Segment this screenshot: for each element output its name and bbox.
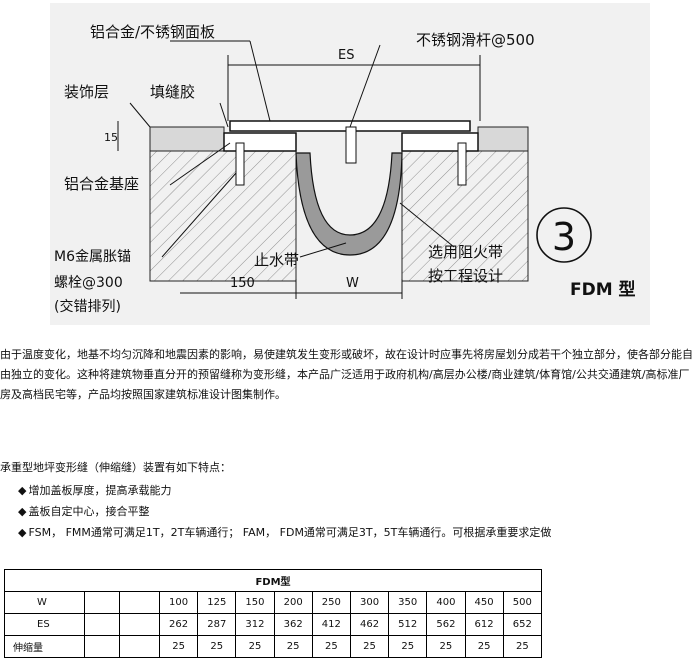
table-title: FDM型: [4, 569, 542, 592]
features-title: 承重型地坪变形缝（伸缩缝）装置有如下特点：: [0, 461, 231, 474]
label-dim-15: 15: [104, 131, 118, 144]
table-cell: 150: [235, 591, 275, 614]
table-cell: 350: [388, 591, 428, 614]
left-base-profile: [223, 132, 297, 152]
table-cell: 412: [311, 613, 351, 636]
table-cell: 25: [349, 635, 390, 658]
label-filler: 填缝胶: [150, 83, 195, 101]
table-cell: 25: [426, 635, 466, 658]
table-cell: 652: [502, 613, 543, 636]
left-deco-layer: [149, 126, 225, 152]
features-list: ◆增加盖板厚度，提高承载能力 ◆盖板自定中心，接合平整 ◆FSM， FMM通常可…: [18, 480, 551, 543]
table-row: W 100 125 150 200 250 300 350 400 450 50…: [4, 591, 543, 614]
label-es: ES: [338, 48, 354, 63]
table-cell: 500: [502, 591, 543, 614]
spec-table: FDM型 W 100 125 150 200 250 300 350 400 4…: [4, 569, 543, 658]
table-row: ES 262 287 312 362 412 462 512 562 612 6…: [4, 613, 543, 636]
detail-number-circle: [536, 207, 592, 263]
table-cell: 25: [502, 635, 543, 658]
table-cell: 25: [235, 635, 275, 658]
label-model: FDM 型: [570, 279, 636, 300]
left-concrete: [149, 150, 297, 282]
row-label: ES: [4, 613, 85, 636]
table-cell: 612: [464, 613, 504, 636]
label-stagger: (交错排列): [54, 298, 121, 315]
table-title-row: FDM型: [4, 569, 542, 592]
table-cell: 200: [273, 591, 313, 614]
right-base-profile: [401, 132, 479, 152]
label-bolt: 螺栓@300: [54, 275, 123, 291]
table-cell: 125: [197, 591, 237, 614]
diamond-bullet-icon: ◆: [18, 526, 27, 539]
label-dim-150: 150: [230, 276, 255, 291]
slide-rod: [345, 126, 357, 164]
section-drawing: 铝合金/不锈钢面板 不锈钢滑杆@500 ES 装饰层 填缝胶 15 铝合金基座 …: [50, 3, 650, 325]
table-cell: 25: [197, 635, 237, 658]
table-cell: 25: [273, 635, 313, 658]
joint-section-svg: 铝合金/不锈钢面板 不锈钢滑杆@500 ES 装饰层 填缝胶 15 铝合金基座 …: [54, 23, 636, 315]
table-cell: 312: [235, 613, 275, 636]
table-cell: 25: [464, 635, 504, 658]
table-cell: 100: [158, 591, 199, 614]
table-cell: 400: [426, 591, 466, 614]
table-cell: 25: [388, 635, 428, 658]
table-cell: 250: [311, 591, 351, 614]
water-stop-band: [295, 152, 403, 256]
diamond-bullet-icon: ◆: [18, 484, 27, 497]
table-cell: 25: [311, 635, 351, 658]
row-label: 伸缩量: [4, 635, 85, 658]
feature-item: ◆增加盖板厚度，提高承载能力: [18, 484, 172, 497]
feature-item: ◆FSM， FMM通常可满足1T，2T车辆通行； FAM， FDM通常可满足3T…: [18, 526, 552, 539]
right-deco-layer: [477, 126, 529, 152]
label-design: 按工程设计: [428, 267, 503, 285]
left-anchor: [235, 142, 245, 186]
table-cell: 362: [273, 613, 313, 636]
intro-paragraph: 由于温度变化，地基不均匀沉降和地震因素的影响，易使建筑发生变形或破坏，故在设计时…: [0, 348, 693, 401]
label-water-stop: 止水带: [254, 251, 299, 269]
right-anchor: [457, 142, 467, 186]
table-cell: 287: [197, 613, 237, 636]
label-top-plate: 铝合金/不锈钢面板: [90, 23, 215, 41]
label-number: 3: [552, 215, 576, 259]
table-cell: 300: [349, 591, 390, 614]
label-anchor: M6金属胀锚: [54, 249, 131, 265]
table-cell: 512: [388, 613, 428, 636]
feature-item: ◆盖板自定中心，接合平整: [18, 505, 150, 518]
row-label: W: [4, 591, 85, 614]
diamond-bullet-icon: ◆: [18, 505, 27, 518]
label-rod: 不锈钢滑杆@500: [416, 31, 535, 49]
table-cell: 462: [349, 613, 390, 636]
table-cell: 262: [158, 613, 199, 636]
table-cell: 25: [158, 635, 199, 658]
label-fire-band: 选用阻火带: [428, 243, 503, 261]
label-base: 铝合金基座: [64, 175, 139, 193]
table-cell: 562: [426, 613, 466, 636]
table-cell: 450: [464, 591, 504, 614]
table-row: 伸缩量 25 25 25 25 25 25 25 25 25 25: [4, 635, 543, 658]
label-dim-w: W: [346, 276, 359, 291]
label-deco-layer: 装饰层: [64, 83, 109, 101]
